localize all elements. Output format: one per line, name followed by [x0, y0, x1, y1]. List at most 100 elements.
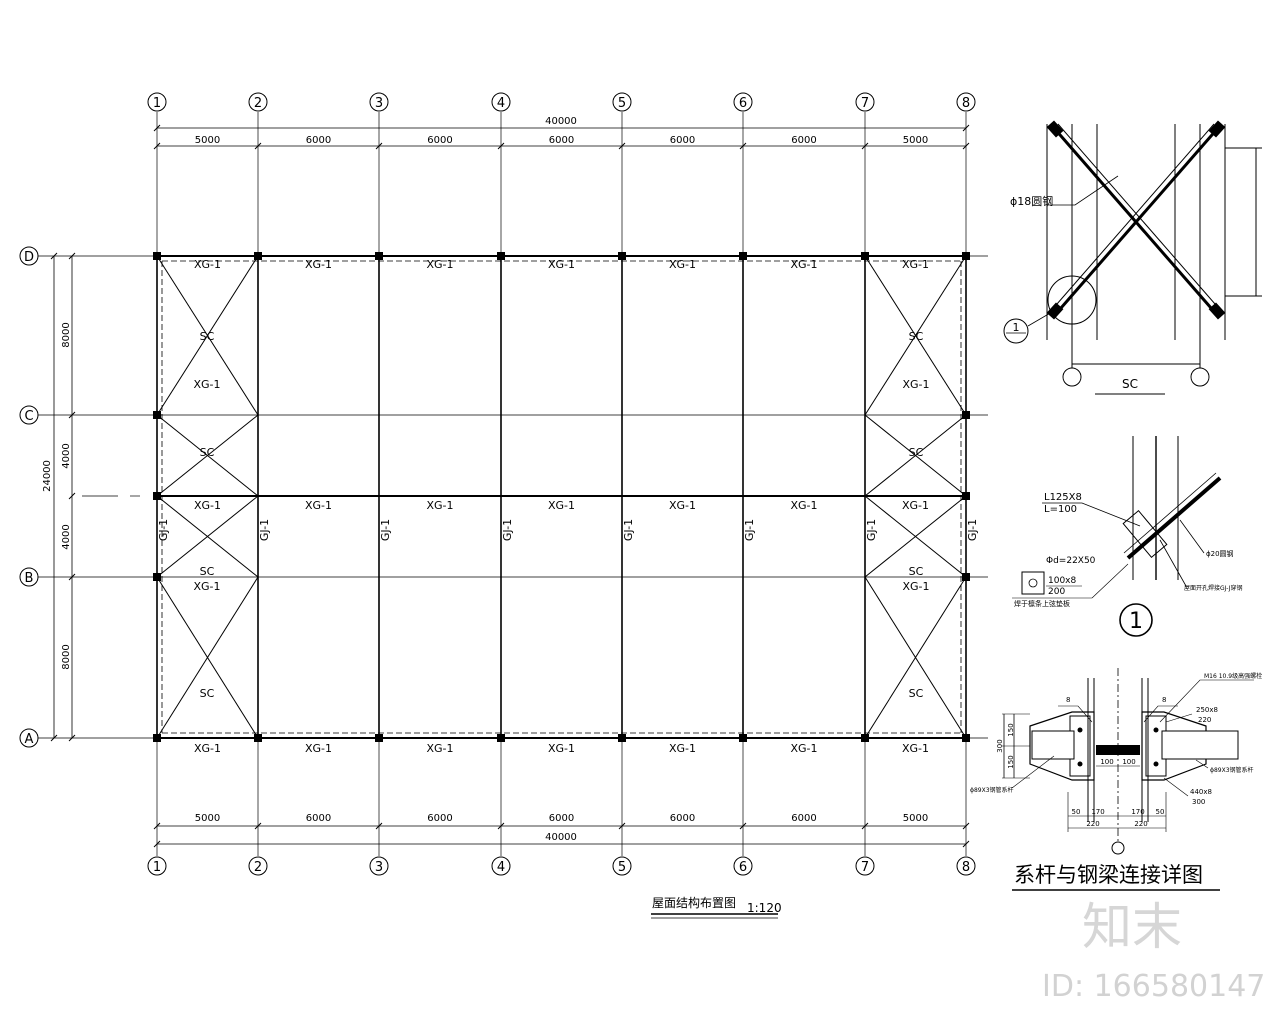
dim-bottom-bay-4: 6000 — [549, 813, 574, 824]
column-axis-bubble-top-3 — [369, 92, 389, 112]
anchor-angle-plate — [1122, 510, 1168, 558]
dim-tick-left-0 — [68, 252, 76, 260]
bracing-callout-leader — [1027, 311, 1053, 327]
column-axis-bubble-bottom-6 — [733, 856, 753, 876]
tie-rod-label-bottom-4: XG-1 — [548, 742, 575, 755]
dim-tick-left-4 — [68, 734, 76, 742]
connection-beam-web-plate — [1096, 745, 1140, 755]
row-axis-bubble-A — [19, 728, 39, 748]
roof-bracing-0-2b — [156, 495, 259, 578]
connection-bolt-3 — [1153, 727, 1159, 733]
connection-bottom-dim-5: 220 — [1086, 820, 1099, 828]
roof-bracing-0-0b — [156, 255, 259, 416]
roof-bracing-1-0b — [864, 255, 967, 416]
connection-pipe-left-leader — [1011, 755, 1055, 789]
column-axis-label-top-1: 1 — [153, 96, 161, 111]
dim-tick-left-total-a — [50, 252, 58, 260]
connection-bottom-dim-4: 50 — [1156, 808, 1165, 816]
bracing-axis-bubble-right — [1190, 367, 1210, 387]
connection-weld-right-leader — [1143, 705, 1178, 723]
column-node-side-1-2 — [962, 573, 970, 581]
dim-tick-total-top-l — [153, 124, 161, 132]
column-axis-label-top-3: 3 — [375, 96, 383, 111]
bracing-axis-bubble-left — [1062, 367, 1082, 387]
column-axis-label-bottom-5: 5 — [618, 860, 626, 875]
connection-gusset-left — [1029, 711, 1095, 781]
roof-plan-linework — [36, 112, 988, 856]
bracing-rod-b — [1052, 127, 1220, 317]
dim-tick-left-2 — [68, 492, 76, 500]
column-axis-label-top-2: 2 — [254, 96, 262, 111]
roof-plan-annotations: 1122334455667788DCBA40000400005000500060… — [19, 92, 979, 876]
bracing-anchor-3 — [1046, 302, 1064, 320]
row-axis-bubble-B — [19, 567, 39, 587]
connection-plate-2-dim: 300 — [1192, 798, 1205, 806]
connection-left-dim-total: 300 — [996, 739, 1004, 752]
connection-plate-1-leader — [1165, 713, 1193, 723]
column-node-6-1 — [861, 734, 869, 742]
bracing-label-c-1: SC — [909, 446, 924, 459]
anchor-plate-note-3: 200 — [1048, 587, 1065, 597]
anchor-angle-length: L=100 — [1044, 504, 1077, 515]
dim-tick-left-total-b — [50, 734, 58, 742]
dim-tick-top-7 — [962, 142, 970, 150]
frame-label-1: GJ-1 — [157, 519, 170, 541]
dim-top-bay-7: 5000 — [903, 135, 928, 146]
dim-left-total: 24000 — [42, 460, 53, 492]
dim-top-bay-5: 6000 — [670, 135, 695, 146]
tie-rod-label-mid-2: XG-1 — [305, 499, 332, 512]
column-node-1-1 — [254, 734, 262, 742]
column-node-7-1 — [962, 734, 970, 742]
dim-top-total: 40000 — [545, 116, 577, 127]
dim-tick-top-5 — [739, 142, 747, 150]
row-axis-label-D: D — [24, 250, 34, 265]
column-axis-label-bottom-3: 3 — [375, 860, 383, 875]
column-node-side-1-0 — [962, 411, 970, 419]
column-axis-label-top-6: 6 — [739, 96, 747, 111]
column-axis-bubble-top-2 — [248, 92, 268, 112]
connection-bottom-dim-3: 170 — [1131, 808, 1144, 816]
dim-tick-total-bot-r — [962, 840, 970, 848]
connection-bottom-dim-1: 50 — [1072, 808, 1081, 816]
anchor-right-note: 屋面开孔焊接GJ-J穿钢 — [1184, 584, 1242, 592]
column-axis-label-top-7: 7 — [861, 96, 869, 111]
row-axis-label-B: B — [25, 571, 34, 586]
watermark-id: ID: 166580147 — [1042, 969, 1265, 1004]
anchor-plate-hole — [1028, 578, 1038, 588]
tie-rod-label-bottom-7: XG-1 — [902, 742, 929, 755]
frame-label-2: GJ-1 — [258, 519, 271, 541]
connection-bottom-dim-6: 220 — [1134, 820, 1147, 828]
dim-tick-left-3 — [68, 573, 76, 581]
anchor-rod — [1126, 476, 1222, 560]
connection-title: 系杆与钢梁连接详图 — [1014, 863, 1203, 887]
bracing-callout-bubble — [1003, 318, 1029, 344]
tie-rod-label-mid-4: XG-1 — [548, 499, 575, 512]
bracing-label-b-1: SC — [909, 565, 924, 578]
dim-tick-total-top-r — [962, 124, 970, 132]
tie-rod-label-top-6: XG-1 — [790, 258, 817, 271]
anchor-plate-note-1: Φd=22X50 — [1046, 556, 1096, 566]
dim-bottom-bay-7: 5000 — [903, 813, 928, 824]
column-axis-label-bottom-7: 7 — [861, 860, 869, 875]
tie-rod-label-bottom-1: XG-1 — [194, 742, 221, 755]
connection-pipe-left-label: ɸ89X3钢管系杆 — [970, 786, 1014, 794]
anchor-rod-edge — [1123, 472, 1217, 554]
connection-plate-2-leader — [1163, 777, 1189, 797]
tie-rod-label-c-0: XG-1 — [193, 378, 220, 391]
column-axis-bubble-top-8 — [956, 92, 976, 112]
tie-rod-label-top-1: XG-1 — [194, 258, 221, 271]
dim-bottom-bay-1: 5000 — [195, 813, 220, 824]
frame-label-7: GJ-1 — [865, 519, 878, 541]
column-axis-bubble-top-1 — [147, 92, 167, 112]
column-axis-label-top-4: 4 — [497, 96, 505, 111]
column-node-2-0 — [375, 252, 383, 260]
column-node-1-0 — [254, 252, 262, 260]
column-axis-bubble-bottom-1 — [147, 856, 167, 876]
watermark-logo: 知末 — [1082, 898, 1182, 956]
connection-pipe-right-label: ɸ89X3钢管系杆 — [1210, 766, 1254, 774]
anchor-plate-note-2: 100x8 — [1048, 576, 1077, 586]
anchor-plate-symbol — [1021, 571, 1045, 595]
anchor-plate-note-4: 焊于檩条上弦垫板 — [1014, 599, 1070, 608]
dim-top-bay-1: 5000 — [195, 135, 220, 146]
